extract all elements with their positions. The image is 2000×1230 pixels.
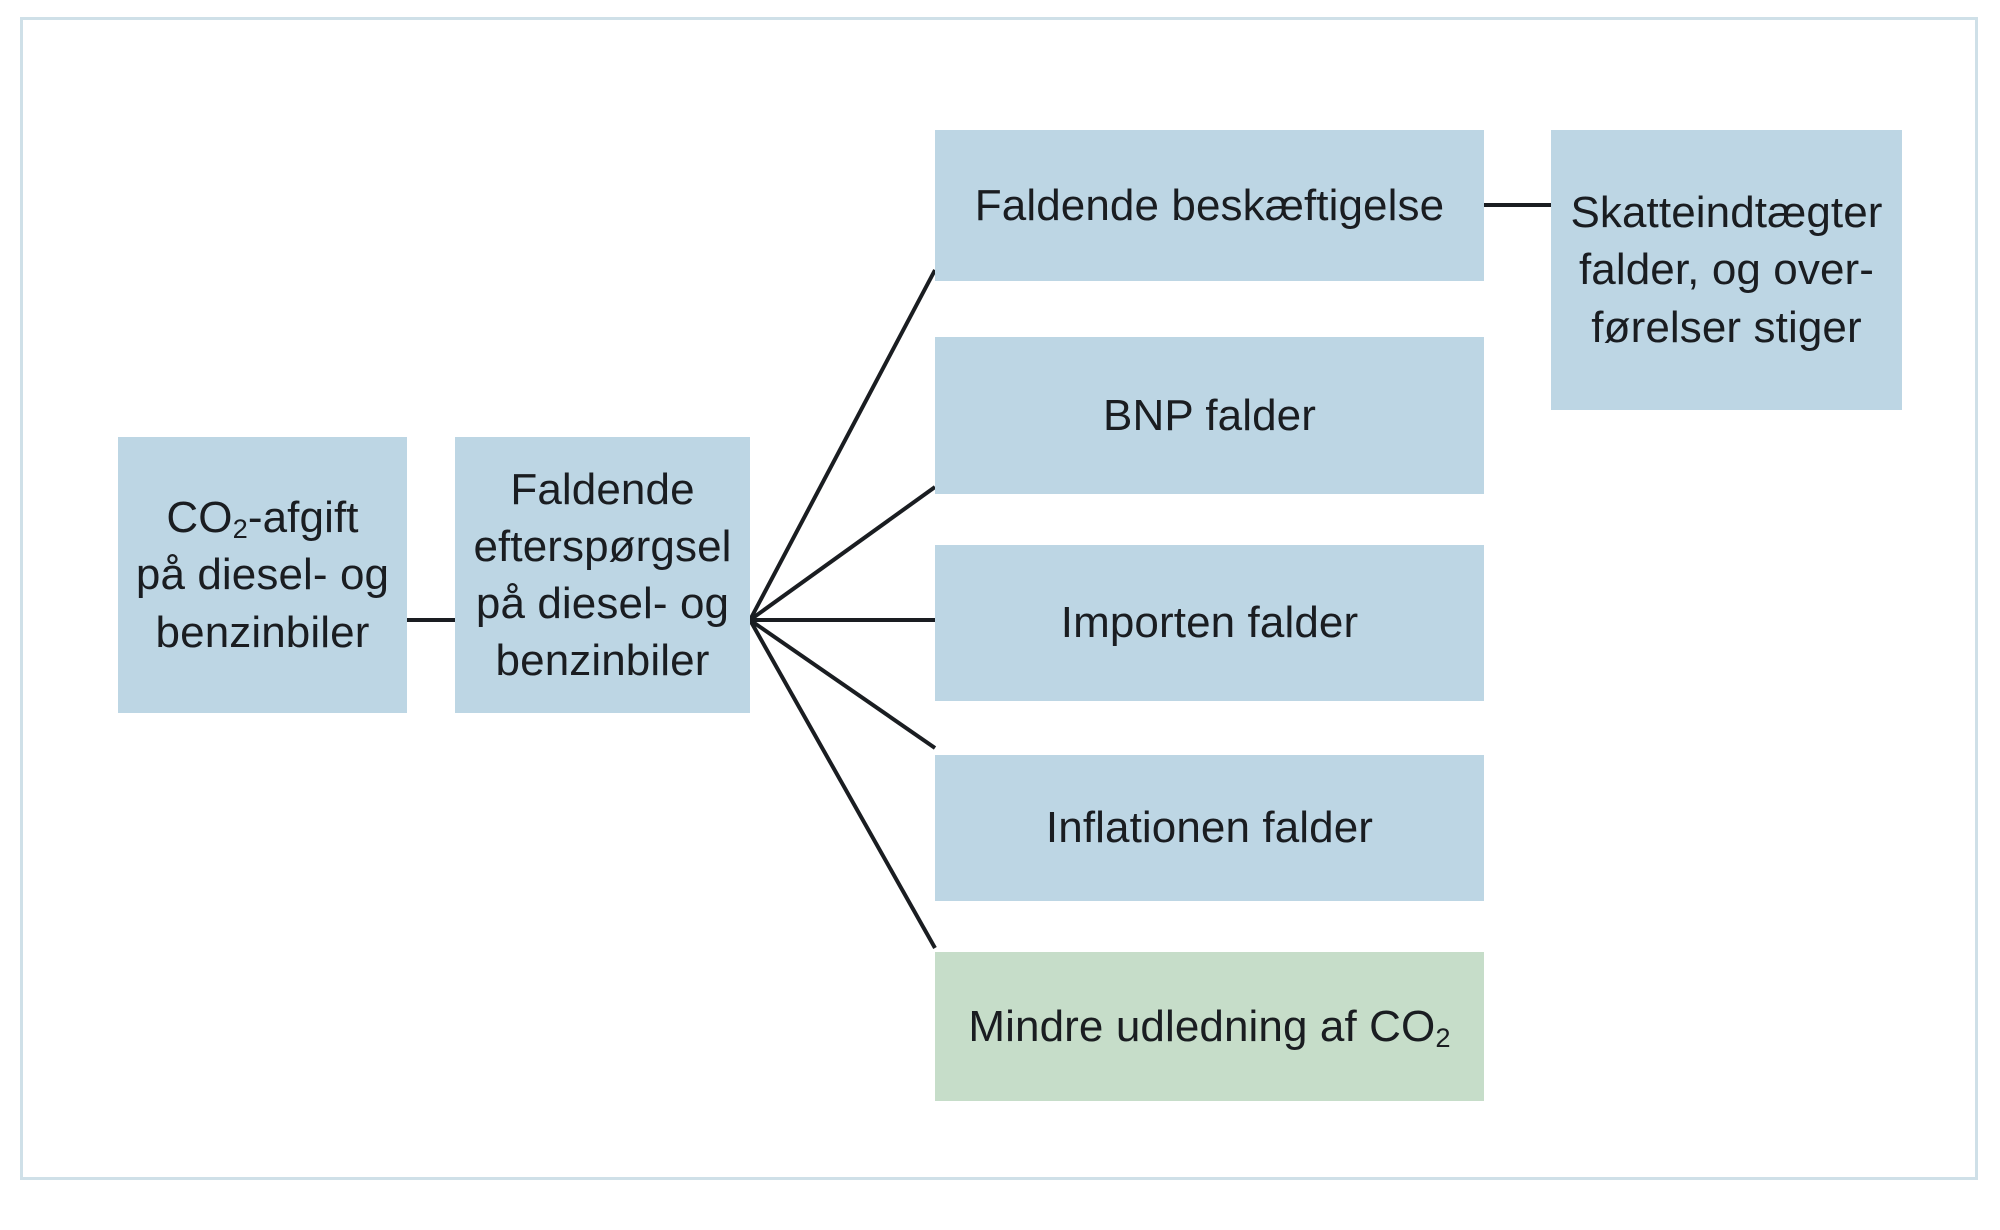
node-bnp-falder-label: BNP falder xyxy=(1103,390,1316,440)
node-inflationen-falder-label: Inflationen falder xyxy=(1045,803,1374,853)
node-importen-falder[interactable]: Importen falder xyxy=(935,545,1484,701)
node-bnp-falder[interactable]: BNP falder xyxy=(935,337,1484,494)
node-inflationen-falder[interactable]: Inflationen falder xyxy=(935,755,1484,901)
subscript-2: 2 xyxy=(232,513,248,545)
node-importen-falder-label: Importen falder xyxy=(1060,598,1359,648)
subscript-2: 2 xyxy=(1435,1021,1451,1053)
node-mindre-udledning[interactable]: Mindre udledning af CO2 xyxy=(935,952,1484,1101)
node-faldende-beskaeftigelse[interactable]: Faldende beskæftigelse xyxy=(935,130,1484,281)
node-mindre-udledning-label: Mindre udledning af CO2 xyxy=(968,1001,1451,1053)
node-faldende-beskaeftigelse-label: Faldende beskæftigelse xyxy=(974,180,1445,230)
